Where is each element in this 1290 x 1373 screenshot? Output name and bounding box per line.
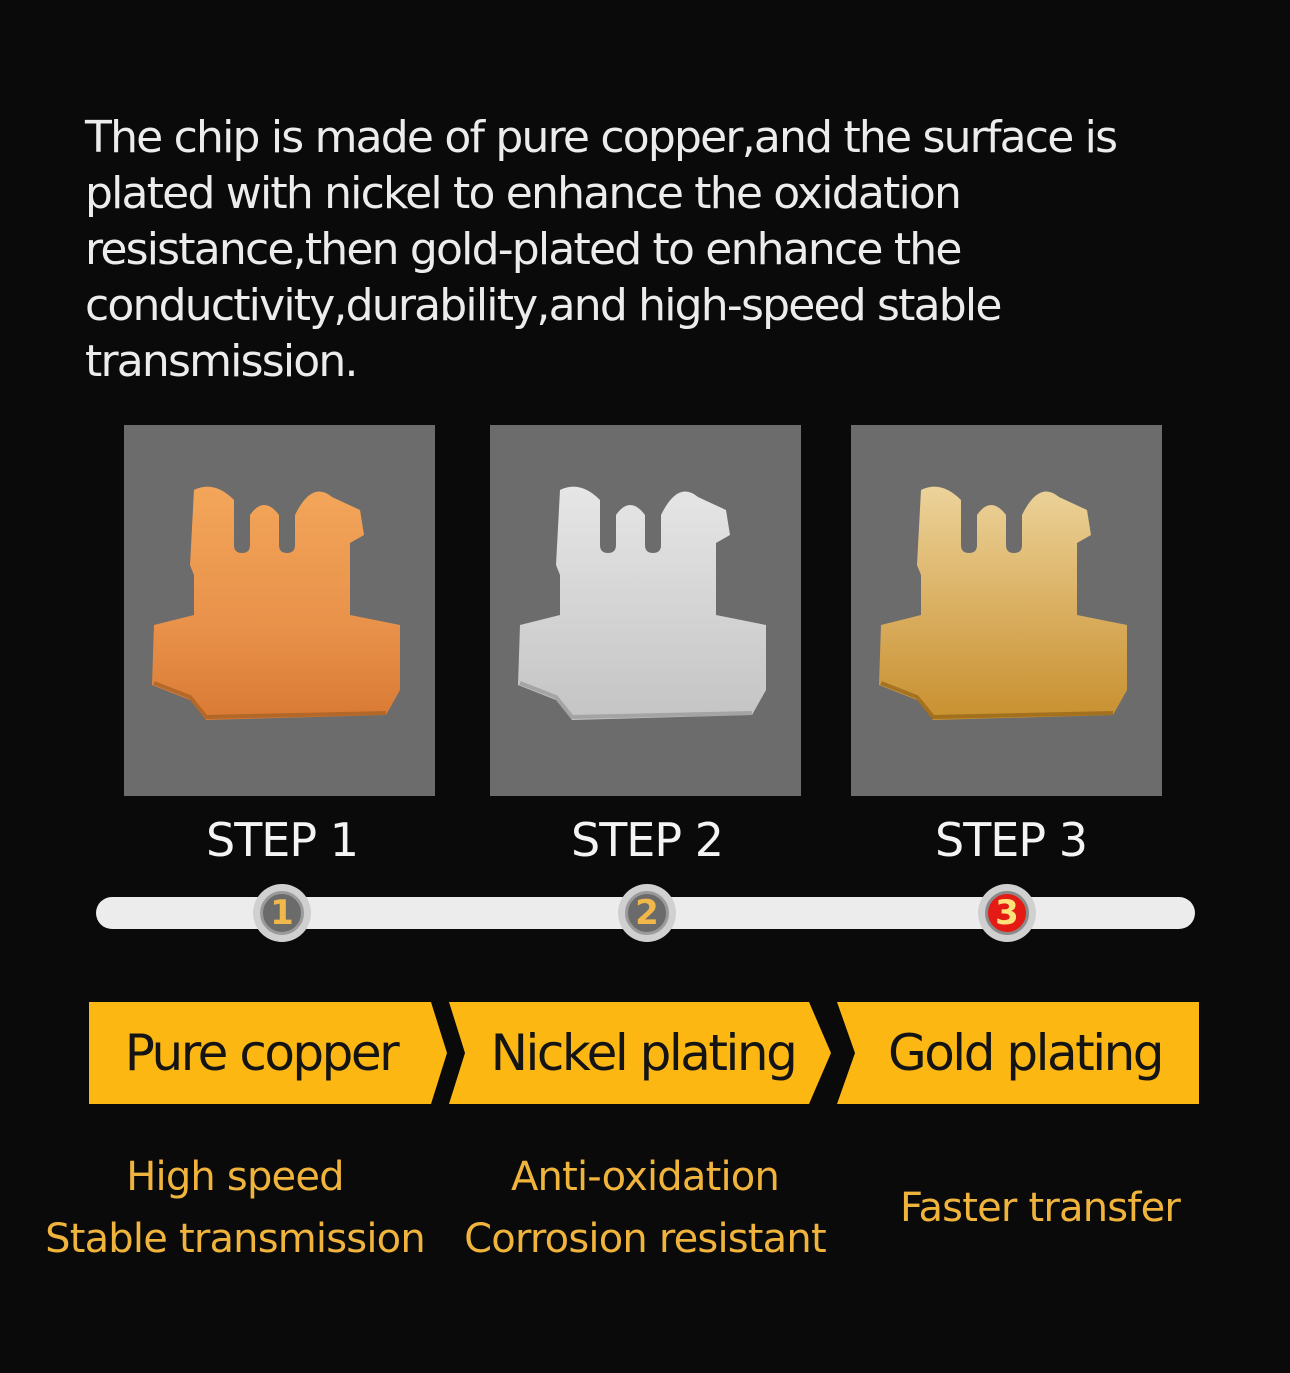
stage-nickel-plating: Nickel plating xyxy=(490,1024,798,1082)
step-1-number: 1 xyxy=(260,891,304,935)
step-3-benefits: Faster transfer xyxy=(860,1177,1220,1239)
nickel-chip-panel xyxy=(490,425,801,796)
material-arrow-band xyxy=(89,1002,1199,1104)
benefit-high-speed: High speed xyxy=(126,1154,344,1200)
gold-chip-panel xyxy=(851,425,1162,796)
copper-chip-icon xyxy=(152,486,400,720)
benefit-stable-transmission: Stable transmission xyxy=(45,1216,426,1262)
step-2-benefits: Anti-oxidation Corrosion resistant xyxy=(445,1146,845,1270)
stage-gold-plating: Gold plating xyxy=(887,1024,1165,1082)
step-1-benefits: High speed Stable transmission xyxy=(30,1146,440,1270)
benefit-corrosion-resistant: Corrosion resistant xyxy=(464,1216,826,1262)
nickel-chip-icon xyxy=(518,486,766,720)
pure-copper-arrow xyxy=(89,1002,447,1104)
step-2-label: STEP 2 xyxy=(571,813,724,867)
gold-plating-arrow xyxy=(837,1002,1199,1104)
step-2-marker[interactable]: 2 xyxy=(618,884,676,942)
step-3-number: 3 xyxy=(985,891,1029,935)
step-3-label: STEP 3 xyxy=(935,813,1088,867)
step-3-marker[interactable]: 3 xyxy=(978,884,1036,942)
step-1-marker[interactable]: 1 xyxy=(253,884,311,942)
stage-pure-copper: Pure copper xyxy=(124,1024,400,1082)
gold-chip-icon xyxy=(879,486,1127,720)
copper-chip-panel xyxy=(124,425,435,796)
step-1-label: STEP 1 xyxy=(206,813,359,867)
intro-paragraph: The chip is made of pure copper,and the … xyxy=(85,112,1118,387)
benefit-anti-oxidation: Anti-oxidation xyxy=(510,1154,780,1200)
benefit-faster-transfer: Faster transfer xyxy=(899,1185,1181,1231)
nickel-plating-arrow xyxy=(449,1002,831,1104)
step-2-number: 2 xyxy=(625,891,669,935)
